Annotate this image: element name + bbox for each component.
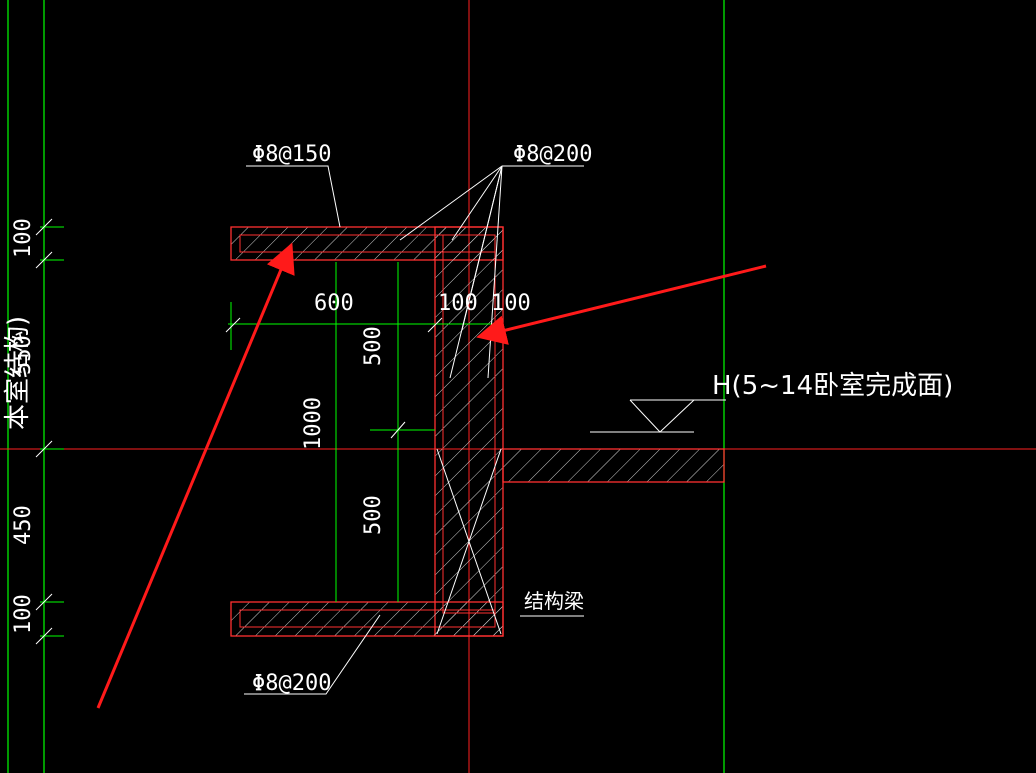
label-bottom-slab-rebar: Φ8@200 — [252, 671, 331, 696]
vertical-wall — [434, 226, 504, 637]
dim-upper-500: 500 — [361, 326, 386, 366]
side-floor-slab — [502, 448, 725, 483]
bottom-slab — [230, 601, 504, 637]
level-marker — [590, 399, 726, 433]
note-left-cut: 本室结构) — [3, 316, 33, 430]
grid-lines — [7, 0, 725, 773]
dim-left-100-top: 100 — [11, 218, 36, 258]
left-dimension-chain — [35, 218, 64, 645]
concrete-section — [230, 226, 725, 637]
beam-cross — [436, 448, 502, 635]
annotation-arrows — [96, 242, 767, 709]
dim-lower-500: 500 — [361, 495, 386, 535]
dim-width-600: 600 — [314, 291, 354, 316]
dim-total-1000: 1000 — [301, 397, 326, 450]
interior-dimensions — [225, 262, 500, 602]
label-top-slab-rebar: Φ8@150 — [252, 142, 331, 167]
annotation-arrow-left — [96, 242, 295, 709]
dim-left-100-bottom: 100 — [11, 594, 36, 634]
bottom-slab-rebar — [239, 609, 496, 628]
annotation-arrow-right — [476, 264, 767, 345]
note-beam: 结构梁 — [524, 589, 584, 613]
dim-left-450: 450 — [11, 505, 36, 545]
label-wall-rebar: Φ8@200 — [513, 142, 592, 167]
leader-lines — [244, 165, 584, 695]
dim-left-550: 550 — [11, 335, 36, 375]
note-level: H(5~14卧室完成面) — [712, 371, 953, 401]
wall-rebar — [442, 234, 496, 614]
dim-wall-100-100: 100 100 — [438, 291, 531, 316]
